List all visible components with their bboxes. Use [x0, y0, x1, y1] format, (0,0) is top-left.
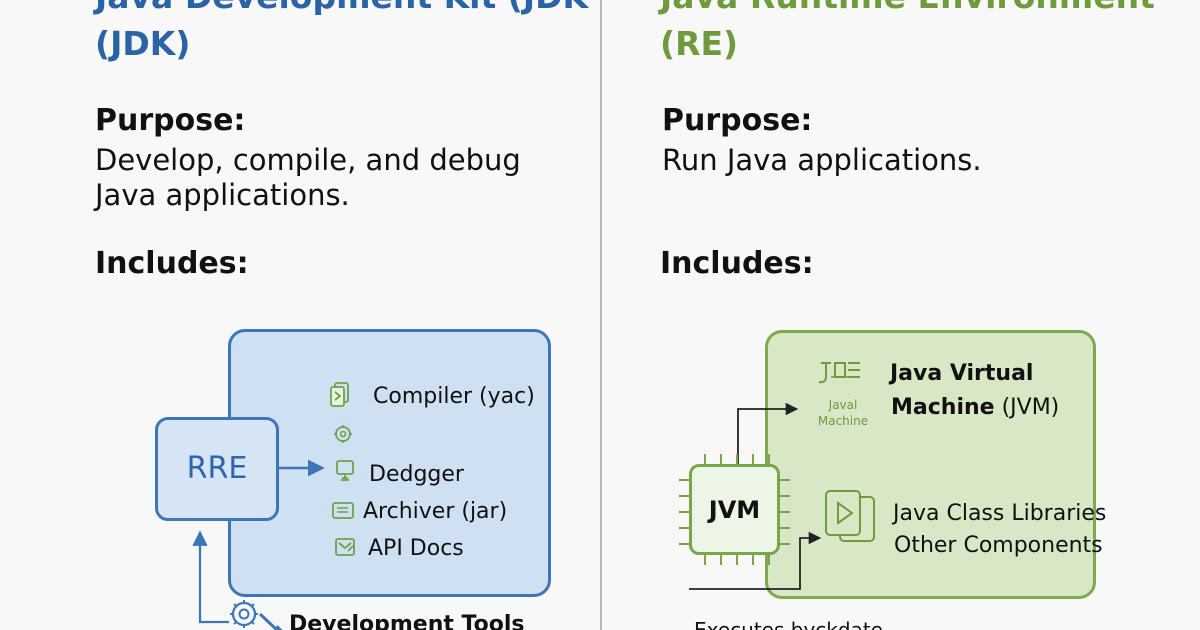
jdk-title-line-2: (JDK): [95, 24, 191, 63]
jdk-title-line-1: Java Development Kit (JDK: [95, 0, 588, 21]
jdk-purpose-line-1: Develop, compile, and debug: [95, 143, 521, 177]
libraries-line-2: Other Components: [894, 533, 1103, 558]
jdk-purpose-line-2: Java applications.: [95, 178, 350, 212]
jdk-includes-label: Includes:: [95, 246, 249, 281]
jvm-chip-label: JVM: [708, 495, 761, 524]
debugger-item: Dedgger: [369, 462, 464, 487]
executes-label: Executes byckdate: [694, 618, 883, 630]
rre-box: RRE: [155, 417, 279, 521]
center-divider: [600, 0, 602, 630]
vm-title-line-2-rest: (JVM): [1001, 395, 1060, 420]
java-logo-subtext: Machine: [817, 414, 869, 428]
jdk-tools-panel: [228, 329, 551, 597]
vm-title-line-1: Java Virtual: [890, 361, 1034, 386]
jre-purpose-line-1: Run Java applications.: [662, 143, 982, 177]
archiver-item: Archiver (jar): [363, 499, 508, 524]
jvm-chip: JVM: [689, 464, 780, 555]
jre-purpose-label: Purpose:: [662, 103, 813, 138]
rre-label: RRE: [186, 451, 248, 486]
java-logo-text: Javal: [828, 398, 858, 412]
jdk-purpose-label: Purpose:: [95, 103, 246, 138]
jre-title-line-1: Java Runtime Environment: [660, 0, 1155, 21]
jre-title-line-2: (RE): [660, 24, 739, 63]
vm-title-line-2-bold: Machine: [891, 395, 995, 420]
jre-includes-label: Includes:: [660, 246, 814, 281]
api-docs-item: API Docs: [368, 536, 464, 561]
compiler-item: Compiler (yac): [373, 384, 535, 409]
vm-title-line-2: Machine (JVM): [891, 395, 1059, 421]
development-tools-label: Development Tools: [289, 612, 525, 630]
libraries-line-1: Java Class Libraries: [893, 501, 1107, 526]
tools-loop-arrow: [192, 530, 229, 624]
tools-gear-icon: [230, 600, 283, 630]
